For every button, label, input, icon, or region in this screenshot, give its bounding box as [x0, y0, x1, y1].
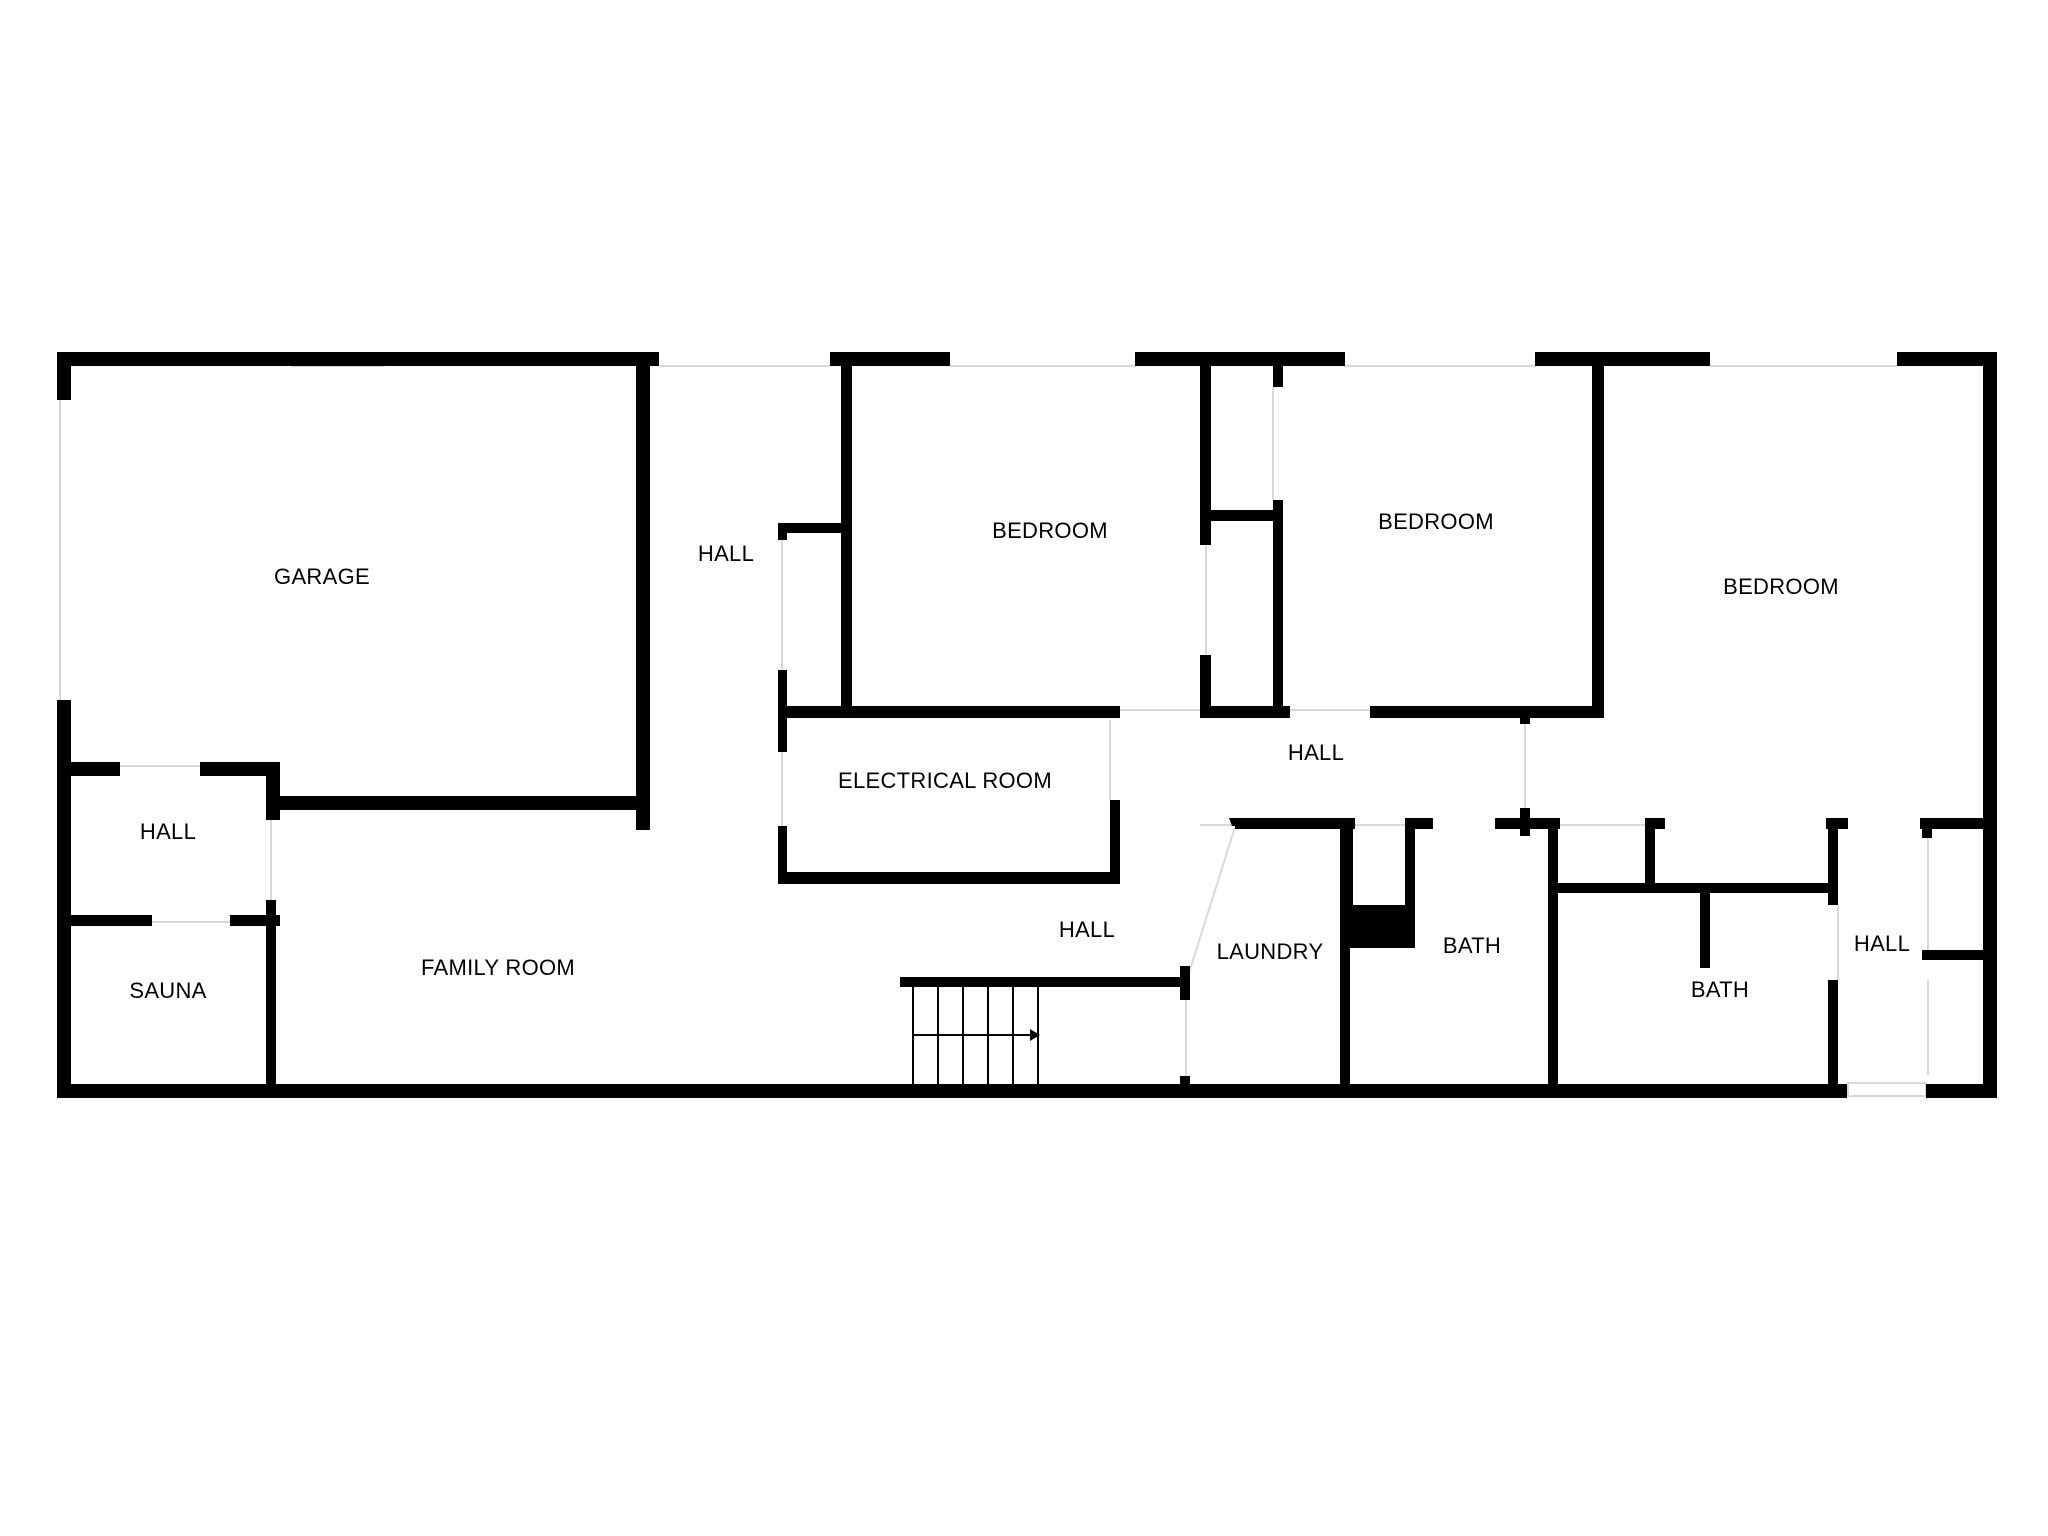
hall-east-north-wall — [1920, 818, 1990, 829]
wall-west-2 — [57, 700, 71, 1098]
wall-north-1 — [57, 352, 659, 366]
laundry-north-wall — [1235, 818, 1355, 829]
closet-b2-wall-2 — [1273, 500, 1283, 718]
sauna-east-wall — [266, 900, 276, 1098]
label-bath-2: BATH — [1691, 977, 1749, 1002]
garage-hall-wall-1 — [57, 762, 120, 776]
hall-central-east-wall — [1520, 712, 1530, 724]
bath-1-north-wall-2 — [1495, 818, 1560, 829]
label-sauna: SAUNA — [129, 978, 206, 1003]
label-bath-1: BATH — [1443, 933, 1501, 958]
bath-1-east-wall — [1548, 818, 1558, 1098]
garage-east-wall — [636, 352, 650, 830]
bedroom-1-west-wall — [841, 352, 852, 714]
wall-west-1 — [57, 352, 71, 400]
bath-1-closet-west — [1343, 818, 1353, 948]
label-hall-central: HALL — [1288, 740, 1344, 765]
wall-south — [57, 1084, 1847, 1098]
closet-west-wall-1 — [778, 523, 787, 540]
label-family-room: FAMILY ROOM — [421, 955, 575, 980]
electrical-south-wall — [778, 872, 1120, 884]
bath-2-east-wall-1 — [1828, 818, 1838, 905]
bath-1-closet-east — [1405, 818, 1415, 948]
stairs — [912, 987, 1039, 1084]
closet-b2-wall-1 — [1273, 352, 1283, 387]
wall-north-3 — [1135, 352, 1345, 366]
label-laundry: LAUNDRY — [1217, 939, 1324, 964]
label-bedroom-1: BEDROOM — [992, 518, 1108, 543]
sauna-north-wall-1 — [57, 915, 152, 926]
closet-mid-wall-1 — [1200, 510, 1275, 521]
sauna-north-wall-2 — [230, 915, 280, 926]
bath-2-divider — [1645, 818, 1655, 888]
wall-north-2 — [830, 352, 950, 366]
label-electrical-room: ELECTRICAL ROOM — [838, 768, 1052, 793]
laundry-west-stub — [1180, 1076, 1190, 1098]
closet-north-wall — [778, 523, 850, 533]
laundry-diag-door — [1187, 826, 1236, 977]
label-bedroom-2: BEDROOM — [1378, 509, 1494, 534]
laundry-diagonal-wall — [1229, 818, 1240, 826]
room-labels: GARAGE HALL BEDROOM BEDROOM BEDROOM HALL… — [129, 509, 1910, 1003]
bath-2-north-wall — [1650, 818, 1665, 829]
label-hall-south: HALL — [1059, 917, 1115, 942]
openings — [59, 353, 1929, 1097]
label-hall-east: HALL — [1854, 931, 1910, 956]
electrical-north-wall — [778, 706, 1120, 718]
hall-east-closet-wall-1 — [1922, 818, 1932, 838]
bedroom-1-south-wall — [1200, 706, 1290, 718]
laundry-west-wall — [1180, 966, 1190, 1000]
closet-b1-west-wall-2 — [1200, 655, 1211, 718]
bedroom-2-south-wall — [1370, 706, 1602, 718]
electrical-west-wall — [778, 826, 787, 884]
hall-west-east-wall — [266, 762, 280, 820]
stair-arrow-icon — [1030, 1029, 1040, 1041]
walls — [57, 352, 1997, 1098]
label-hall-north: HALL — [698, 541, 754, 566]
closet-b1-west-wall-1 — [1200, 352, 1211, 545]
bath-2-east-wall-2 — [1828, 980, 1838, 1098]
label-garage: GARAGE — [274, 564, 370, 589]
wall-north-4 — [1535, 352, 1710, 366]
wall-east — [1983, 352, 1997, 1098]
stair-north-wall — [900, 977, 1188, 987]
bedroom-2-east-wall — [1592, 352, 1604, 718]
bath-1-north-wall-1 — [1413, 818, 1433, 829]
laundry-east-wall — [1340, 818, 1350, 1098]
label-hall-west: HALL — [140, 819, 196, 844]
bath-1-closet-fill — [1350, 905, 1415, 948]
wall-south-2 — [1926, 1084, 1997, 1098]
bath-2-closet-north — [1553, 883, 1833, 893]
bath-2-stub — [1700, 890, 1710, 968]
garage-hall-wall-2 — [200, 762, 280, 776]
wall-north-5 — [1897, 352, 1997, 366]
garage-south-wall — [272, 796, 650, 810]
electrical-east-wall — [1110, 800, 1120, 884]
hall-east-closet-mid — [1922, 950, 1997, 960]
label-bedroom-3: BEDROOM — [1723, 574, 1839, 599]
